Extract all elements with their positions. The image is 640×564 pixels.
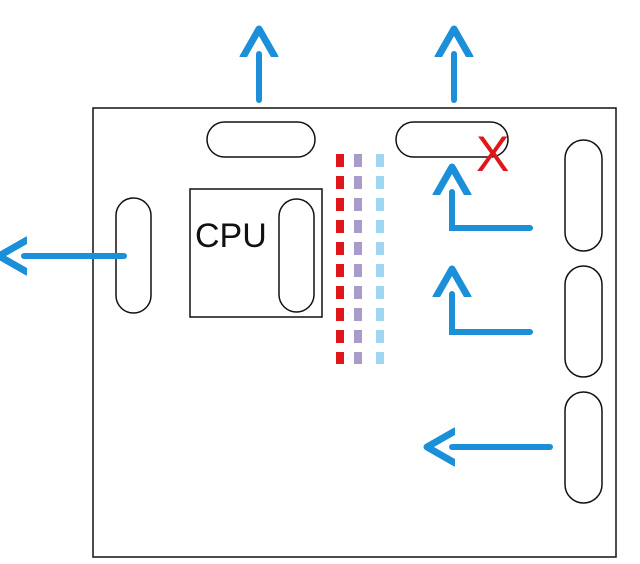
right-vent-top [564, 139, 603, 252]
right-vent-middle [564, 265, 603, 378]
enclosure-box [92, 107, 617, 558]
cpu-vent [278, 198, 315, 313]
top-right-vent [395, 121, 509, 158]
intake-bend-middle-arrow [452, 294, 533, 335]
blocked-x-mark: X [476, 126, 509, 182]
intake-bend-top-arrow [452, 192, 533, 231]
right-vent-bottom [564, 391, 603, 504]
cpu-label: CPU [195, 217, 267, 255]
top-left-vent [206, 121, 316, 158]
